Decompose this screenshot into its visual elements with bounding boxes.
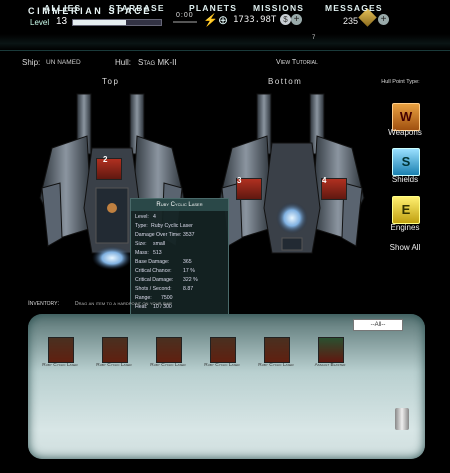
credits-value: 1733.98T: [233, 15, 277, 25]
hull-label: Hull:: [115, 58, 132, 67]
tooltip-stat-label: Type:: [135, 223, 148, 229]
inventory-item[interactable]: [102, 337, 128, 363]
inventory-item-label: Ruby Cyclic Laser: [150, 363, 186, 368]
tooltip-stat-label: Level:: [135, 214, 149, 220]
hardpoint-slot-bottom-left[interactable]: [236, 178, 262, 200]
inventory-item[interactable]: [318, 337, 344, 363]
tooltip-stat-label: Size:: [135, 241, 147, 247]
inventory-item-label: Ruby Cyclic Laser: [42, 363, 78, 368]
credits-coin-icon: $: [280, 14, 291, 25]
tooltip-stat-value: 322 %: [183, 277, 198, 283]
nav-missions[interactable]: MISSIONS: [253, 3, 305, 13]
tooltip-stat-value: small: [153, 241, 166, 247]
inventory-filter-select[interactable]: --All--: [353, 319, 403, 331]
hardpoint-slot-top[interactable]: [96, 158, 122, 180]
shields-icon: S: [401, 154, 411, 169]
engines-filter-button[interactable]: E: [392, 196, 420, 224]
inventory-hint: Drag an item to a hardpoint on your ship: [75, 301, 173, 307]
tooltip-stat-label: Heat:: [135, 304, 148, 310]
timer: 0:00: [176, 12, 194, 19]
inventory-label: Inventory:: [28, 300, 60, 307]
tooltip-stat-value: Ruby Cyclic Laser: [151, 223, 193, 229]
tooltip-stat-label: Range:: [135, 295, 152, 301]
view-tutorial-link[interactable]: View Tutorial: [276, 59, 318, 66]
tooltip-stat-value: 3537: [183, 232, 195, 238]
gold-value: 235: [343, 16, 359, 26]
inventory-panel: [28, 314, 425, 459]
inventory-item-label: Ruby Cyclic Laser: [96, 363, 132, 368]
xp-progress-fill: [73, 20, 126, 25]
level-value: 13: [56, 16, 68, 27]
tooltip-stat-value: 513: [153, 250, 162, 256]
tooltip-stat-value: 10 / 300: [153, 304, 172, 310]
trash-icon[interactable]: [395, 408, 409, 430]
engines-filter-label[interactable]: Engines: [390, 223, 420, 232]
hardpoint-number: 4: [322, 176, 327, 185]
show-all-button[interactable]: Show All: [389, 243, 421, 252]
shields-filter-button[interactable]: S: [392, 148, 420, 176]
tooltip-title: Ruby Cyclic Laser: [131, 199, 228, 211]
nav-messages[interactable]: MESSAGES: [325, 3, 383, 13]
nav-allies[interactable]: ALLIES: [44, 3, 82, 13]
level-label: Level: [30, 18, 50, 27]
tooltip-stat-label: Mass:: [135, 250, 149, 256]
tooltip-stat-label: Critical Chance:: [135, 268, 172, 274]
add-gold-button[interactable]: +: [378, 14, 389, 25]
timer-bar: [173, 21, 197, 23]
xp-progress-bar: [72, 19, 162, 26]
tooltip-stat-label: Damage Over Time:: [135, 232, 182, 238]
lightning-icon: ⚡⊕: [203, 13, 228, 27]
tooltip-stat-label: Critical Damage:: [135, 277, 174, 283]
tooltip-stat-value: 8.87: [183, 286, 194, 292]
hardpoint-number: 3: [237, 176, 242, 185]
weapons-icon: W: [399, 109, 413, 124]
shields-filter-label[interactable]: Shields: [391, 175, 419, 184]
engines-icon: E: [401, 202, 411, 217]
hardpoint-type-label: Hull Point Type:: [381, 79, 420, 85]
tooltip-stat-value: 4: [153, 214, 156, 220]
inventory-item-label: Ruby Cyclic Laser: [258, 363, 294, 368]
hull-name: Stag MK-II: [138, 58, 177, 67]
inventory-item-label: Assault Blaster: [314, 363, 346, 368]
weapons-filter-label[interactable]: Weapons: [388, 128, 422, 137]
tooltip-stat-label: Shots / Second:: [135, 286, 172, 292]
nav-planets[interactable]: PLANETS: [189, 3, 238, 13]
ship-name[interactable]: UN NAMED: [46, 59, 81, 66]
hardpoint-slot-bottom-right[interactable]: [321, 178, 347, 200]
inventory-item[interactable]: [156, 337, 182, 363]
tooltip-stat-label: Base Damage:: [135, 259, 170, 265]
tooltip-stat-value: 17 %: [183, 268, 195, 274]
weapons-filter-button[interactable]: W: [392, 103, 420, 131]
top-view-label: Top: [102, 77, 120, 86]
tooltip-stat-value: 365: [183, 259, 192, 265]
missions-badge: 7: [312, 35, 316, 41]
ship-label: Ship:: [22, 58, 41, 67]
inventory-item[interactable]: [210, 337, 236, 363]
main-nav: [0, 34, 450, 51]
tooltip-stat-value: 7500: [161, 295, 173, 301]
hardpoint-number: 2: [103, 155, 108, 164]
inventory-item[interactable]: [264, 337, 290, 363]
inventory-item[interactable]: [48, 337, 74, 363]
nav-starbase[interactable]: STARBASE: [109, 3, 165, 13]
inventory-item-label: Ruby Cyclic Laser: [204, 363, 240, 368]
add-credits-button[interactable]: +: [291, 14, 302, 25]
bottom-view-label: Bottom: [268, 77, 303, 86]
game-title: CIMMERIAN SPACE: [28, 6, 152, 16]
